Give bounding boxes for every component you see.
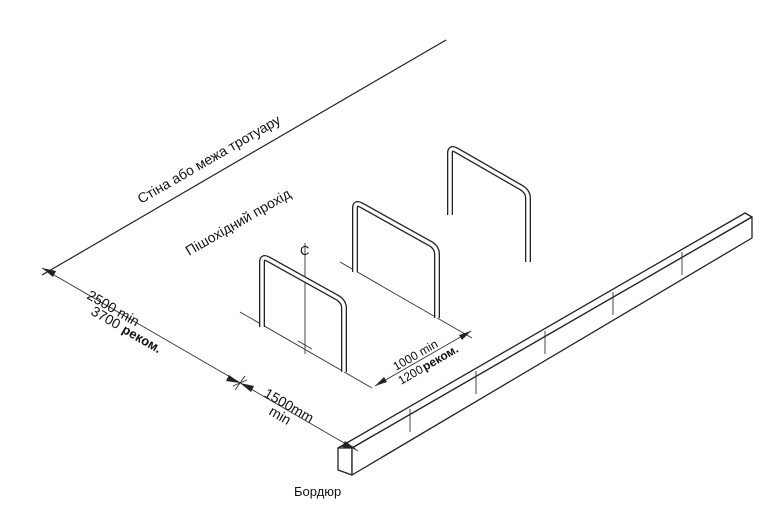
rack-2-ground-line	[339, 261, 473, 339]
wall-line	[41, 39, 447, 276]
centerline-tick	[297, 340, 313, 350]
dimension-line-main	[41, 267, 359, 452]
curb	[337, 212, 753, 476]
bike-rack-3	[447, 146, 531, 262]
dimension-line-spacing	[374, 330, 472, 387]
centerline-label: C	[300, 243, 309, 258]
bike-rack-1	[259, 255, 347, 372]
curb-label: Бордюр	[294, 484, 341, 499]
bike-rack-2	[352, 201, 440, 318]
walkway-label: Пішохідний прохід	[183, 185, 294, 258]
dim-total-rec-word: рекoм.	[120, 322, 165, 356]
wall-label: Стіна або межа тротуару	[135, 112, 284, 207]
